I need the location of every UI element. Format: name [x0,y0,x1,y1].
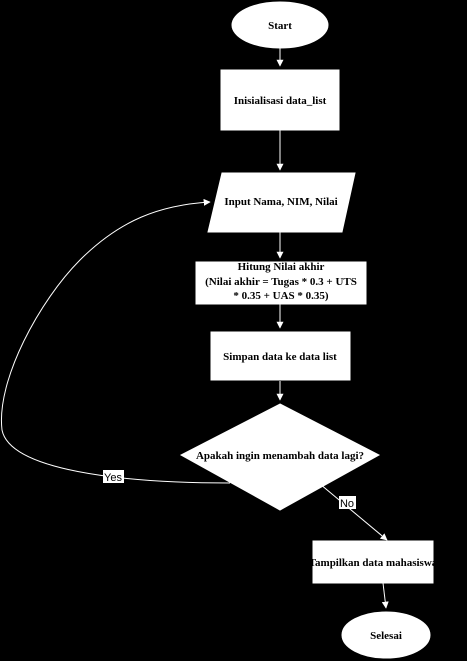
edge-display-end [381,582,389,609]
yes-label: Yes [104,472,122,484]
start-node [231,1,329,49]
decision-label: Apakah ingin menambah data lagi? [196,450,364,462]
start-label: Start [268,20,292,32]
end-label: Selesai [370,630,402,642]
save-node [210,331,351,381]
edge-loop-yes [0,198,231,484]
compute-label-line2: (Nilai akhir = Tugas * 0.3 + UTS [205,276,357,288]
input-label: Input Nama, NIM, Nilai [224,196,337,208]
yes-label-bg [103,470,124,483]
end-node [341,611,431,659]
no-label-bg [339,496,356,509]
compute-node [195,261,367,305]
edge-decision-display [319,483,388,541]
save-label: Simpan data ke data list [223,351,337,363]
compute-label-line1: Hitung Nilai akhir [238,261,325,273]
compute-label-line3: * 0.35 + UAS * 0.35) [233,290,329,302]
input-node [207,172,356,233]
no-label: No [340,498,354,510]
display-node [312,540,434,584]
init-node [220,69,340,131]
decision-node [179,403,381,511]
display-label: Tampilkan data mahasiswa [309,557,438,569]
init-label: Inisialisasi data_list [234,95,327,107]
